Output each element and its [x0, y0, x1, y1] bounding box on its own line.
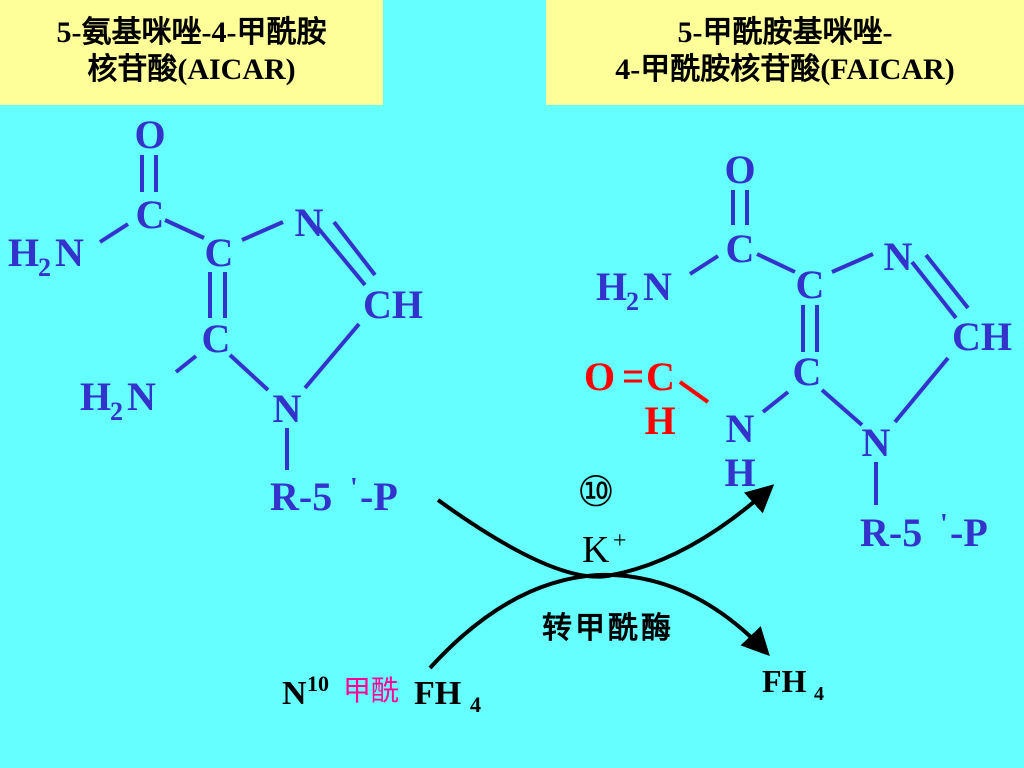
faicar-ch-n1-bond: [893, 356, 950, 424]
faicar-c-c4-bond: [756, 252, 796, 274]
faicar-n1-atom: N: [862, 420, 891, 465]
faicar-c4-n3-bond: [831, 252, 874, 274]
donor-sup: 10: [307, 671, 329, 696]
enzyme-label: 转甲酰酶: [542, 612, 674, 645]
aicar-ribose-p: -P: [360, 474, 398, 519]
faicar-ch-atom: CH: [952, 314, 1012, 359]
cofactor-k-sup: +: [613, 528, 627, 554]
faicar-structure: O C H 2 N C N CH C O C H N H N R-5 ' -P: [584, 147, 1012, 555]
aicar-ch-atom: CH: [363, 282, 423, 327]
donor-formyl: 甲酰: [343, 675, 399, 707]
faicar-amide-sub: 2: [626, 287, 639, 316]
aicar-amine-n: N: [127, 374, 156, 419]
aicar-n1-atom: N: [273, 386, 302, 431]
aicar-ribose: R-5: [270, 474, 332, 519]
aicar-c5-atom: C: [202, 316, 231, 361]
faicar-n3-ch-bond-b: [924, 253, 970, 310]
cofactor-k: K: [582, 529, 610, 571]
aicar-amide-h: H: [8, 230, 39, 275]
product-sub: 4: [814, 683, 824, 705]
aicar-structure: O C H 2 N C N CH C H 2 N N R-5 ' -P: [8, 112, 423, 519]
faicar-nh-n: N: [726, 406, 755, 451]
faicar-amide-n: N: [643, 264, 672, 309]
faicar-formyl-o: O: [584, 354, 615, 399]
faicar-amide-h: H: [596, 264, 627, 309]
left-title-line1: 5-氨基咪唑-4-甲酰胺: [56, 16, 327, 49]
aicar-amine-sub: 2: [110, 397, 123, 426]
faicar-amide-bond: [688, 254, 720, 276]
right-title-line1: 5-甲酰胺基咪唑-: [677, 16, 893, 49]
faicar-n3-atom: N: [884, 234, 913, 279]
aicar-c4-atom: C: [205, 230, 234, 275]
aicar-c-c4-bond: [164, 218, 205, 240]
aicar-c5-n1-bond: [228, 353, 270, 392]
donor-n: N: [282, 675, 307, 712]
aicar-carbonyl-c-atom: C: [136, 192, 165, 237]
faicar-n3-ch-bond-a: [910, 260, 958, 320]
donor-fh: FH: [414, 675, 461, 712]
aicar-amine-bond: [174, 354, 198, 374]
aicar-ribose-prime: ': [350, 473, 358, 504]
donor-sub: 4: [470, 692, 481, 717]
faicar-formyl-bond: [678, 380, 710, 404]
left-title-box: 5-氨基咪唑-4-甲酰胺 核苷酸(AICAR): [0, 0, 383, 105]
faicar-formyl-c: C: [646, 354, 675, 399]
faicar-c4-atom: C: [796, 262, 825, 307]
faicar-ribose: R-5: [860, 510, 922, 555]
faicar-c5-nh-bond: [761, 390, 790, 414]
aicar-n3-atom: N: [295, 200, 324, 245]
aicar-amide-bond: [98, 222, 130, 244]
aicar-n3-ch-bond-b: [332, 220, 377, 277]
product-fh: FH: [762, 663, 807, 699]
aicar-amide-n: N: [55, 230, 84, 275]
aicar-ch-n1-bond: [303, 322, 361, 390]
step-number: ⑩: [577, 467, 615, 516]
aicar-c4-n3-bond: [241, 220, 284, 242]
faicar-nh-h: H: [724, 450, 755, 495]
aicar-n3-ch-bond-a: [316, 226, 367, 287]
faicar-ribose-p: -P: [950, 510, 988, 555]
faicar-o-atom: O: [724, 147, 755, 192]
reaction-arrows: [428, 484, 775, 670]
faicar-formyl-h: H: [644, 398, 675, 443]
faicar-carbonyl-c-atom: C: [726, 226, 755, 271]
faicar-ribose-prime: ': [940, 509, 948, 540]
faicar-c5-n1-bond: [820, 388, 864, 427]
faicar-c5-atom: C: [793, 349, 822, 394]
aicar-amine-h: H: [80, 374, 111, 419]
aicar-amide-sub: 2: [38, 253, 51, 282]
cofactor-reaction-arrow: [428, 572, 770, 670]
right-title-line2: 4-甲酰胺核苷酸(FAICAR): [615, 53, 955, 86]
aicar-o-atom: O: [134, 112, 165, 157]
reaction-labels: ⑩ K + 转甲酰酶 N 10 甲酰 FH 4 FH 4: [282, 467, 824, 717]
right-title-box: 5-甲酰胺基咪唑- 4-甲酰胺核苷酸(FAICAR): [546, 0, 1024, 105]
left-title-line2: 核苷酸(AICAR): [87, 53, 296, 86]
